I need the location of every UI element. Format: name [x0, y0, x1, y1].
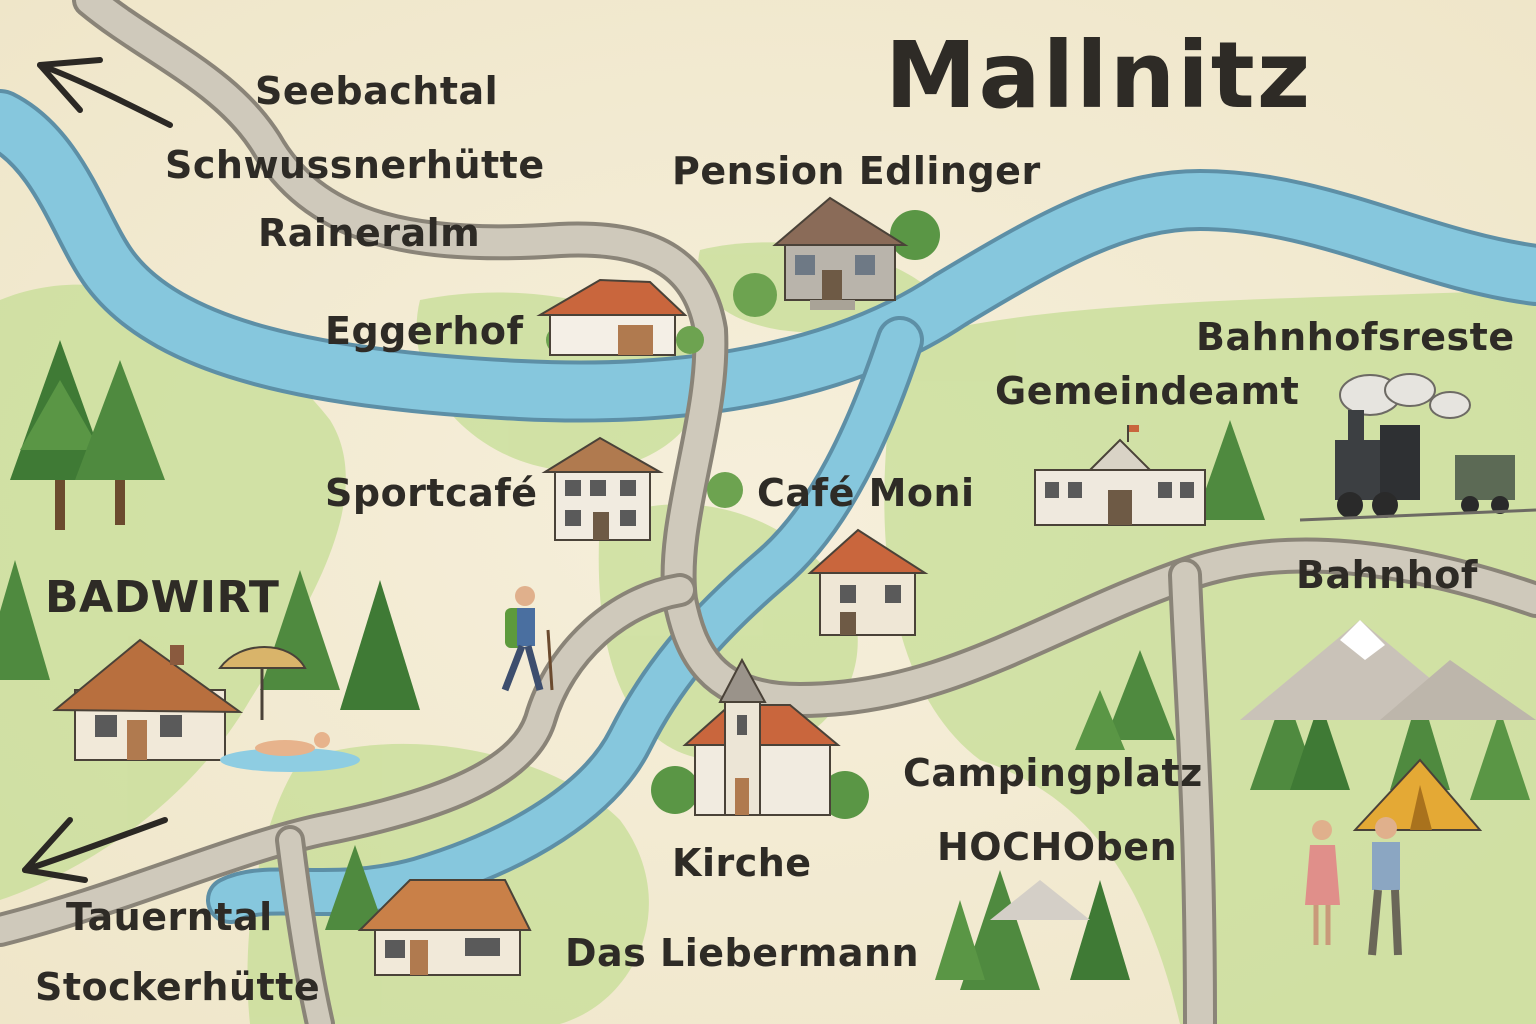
church-icon — [682, 657, 841, 816]
place-label-hochoben: HOCHOben — [937, 825, 1178, 869]
place-label-sportcafe: Sportcafé — [325, 471, 538, 515]
tree-icon — [0, 210, 1530, 990]
place-label-eggerhof: Eggerhof — [325, 309, 524, 353]
direction-label-raineralm: Raineralm — [258, 211, 481, 255]
mountain-icon — [990, 620, 1536, 920]
direction-label-schwussnerhuette: Schwussnerhütte — [165, 143, 545, 187]
house-icon — [772, 196, 909, 310]
arrow-icon — [37, 57, 173, 128]
umbrella-icon — [218, 646, 307, 720]
tent-icon — [1352, 758, 1483, 831]
place-label-cafe-moni: Café Moni — [757, 471, 975, 515]
place-label-kirche: Kirche — [672, 841, 812, 885]
train-icon — [1299, 373, 1536, 522]
place-label-gemeindeamt: Gemeindeamt — [995, 369, 1300, 413]
direction-label-seebachtal: Seebachtal — [255, 69, 499, 113]
map-title: Mallnitz — [885, 22, 1313, 129]
place-label-bahnhofsreste: Bahnhofsreste — [1196, 315, 1515, 359]
house-icon — [536, 278, 688, 356]
house-icon — [357, 879, 532, 976]
house-icon — [807, 528, 929, 636]
house-icon — [541, 436, 664, 541]
arrow-icon — [22, 817, 168, 883]
place-label-das-liebermann: Das Liebermann — [565, 931, 920, 975]
swimmer-icon — [220, 732, 360, 772]
place-label-pension-edlinger: Pension Edlinger — [672, 149, 1041, 193]
place-label-badwirt: BADWIRT — [45, 572, 280, 623]
house-icon — [52, 638, 244, 761]
direction-label-stockerhuette: Stockerhütte — [35, 965, 321, 1009]
hiker-icon — [501, 586, 554, 692]
direction-label-tauerntal: Tauerntal — [66, 895, 273, 939]
house-icon — [1034, 425, 1206, 526]
couple-icon — [1305, 817, 1402, 956]
place-label-campingplatz: Campingplatz — [903, 751, 1203, 795]
place-label-bahnhof: Bahnhof — [1296, 553, 1478, 597]
